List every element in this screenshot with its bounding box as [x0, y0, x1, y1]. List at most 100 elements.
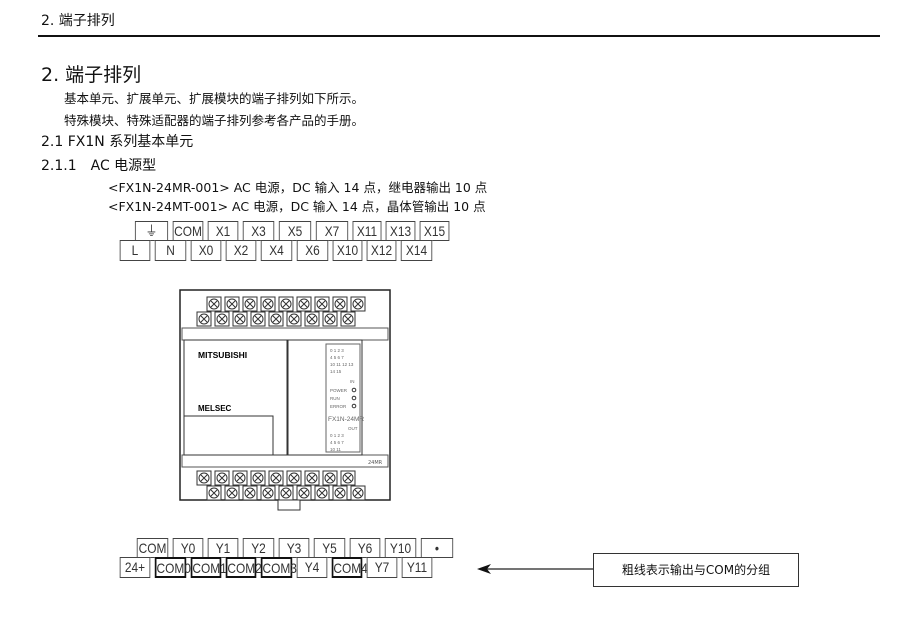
terminal-cell: X1 — [207, 221, 239, 241]
terminal-screw — [260, 485, 276, 501]
terminal-cell: L — [119, 240, 151, 261]
din-clip — [277, 499, 301, 511]
terminal-cell: COM2 — [225, 557, 262, 578]
running-header: 2. 端子排列 — [41, 13, 115, 29]
terminal-screw — [286, 311, 302, 327]
terminal-label: COM4 — [333, 560, 368, 576]
model-label: FX1N-24MR — [328, 416, 364, 423]
intro-line: 基本单元、扩展单元、扩展模块的端子排列如下所示。 — [64, 91, 365, 106]
terminal-cell: COM — [172, 221, 204, 241]
status-led — [351, 403, 357, 409]
terminal-cell: Y0 — [172, 538, 204, 558]
terminal-label: COM3 — [262, 560, 297, 576]
terminal-screw — [250, 311, 266, 327]
input-label-strip — [181, 327, 389, 341]
terminal-screw — [268, 311, 284, 327]
terminal-screw — [196, 470, 212, 486]
terminal-label: Y6 — [357, 540, 373, 556]
terminal-screw — [314, 296, 330, 312]
callout-arrow — [477, 564, 593, 574]
terminal-screw — [232, 470, 248, 486]
terminal-cell: X7 — [315, 221, 349, 241]
header-rule — [38, 35, 880, 37]
page-title: 2. 端子排列 — [41, 64, 142, 86]
terminal-cell: X0 — [190, 240, 222, 261]
section-heading: 2.1 FX1N 系列基本单元 — [41, 134, 194, 150]
terminal-label: COM — [174, 223, 202, 239]
status-led — [351, 395, 357, 401]
terminal-screw — [224, 485, 240, 501]
terminal-cell: Y11 — [401, 557, 433, 578]
terminal-screw — [278, 296, 294, 312]
terminal-label: ⏚ — [145, 223, 158, 239]
terminal-screw — [232, 311, 248, 327]
led-panel — [325, 343, 361, 453]
terminal-screw — [332, 485, 348, 501]
terminal-screw — [296, 296, 312, 312]
model-tag: 24MR — [368, 460, 383, 466]
terminal-cell: Y2 — [242, 538, 275, 558]
terminal-screw — [206, 296, 222, 312]
terminal-label: X2 — [233, 242, 249, 258]
terminal-cell: N — [154, 240, 187, 261]
terminal-cell: X11 — [352, 221, 382, 241]
terminal-label: X12 — [370, 242, 393, 258]
terminal-screw — [322, 311, 338, 327]
terminal-cell: 24+ — [119, 557, 151, 578]
terminal-label: N — [166, 242, 175, 258]
terminal-label: • — [434, 540, 440, 556]
terminal-screw — [242, 485, 258, 501]
brand-logo: MITSUBISHI — [198, 350, 247, 360]
terminal-label: X11 — [356, 223, 378, 239]
terminal-label: COM0 — [156, 560, 191, 576]
terminal-screw — [260, 296, 276, 312]
terminal-cell: X5 — [278, 221, 312, 241]
terminal-screw — [206, 485, 222, 501]
terminal-cell: Y3 — [278, 538, 310, 558]
terminal-cell: X10 — [332, 240, 363, 261]
terminal-screw — [242, 296, 258, 312]
led-label: OUT — [348, 426, 358, 431]
terminal-screw — [278, 485, 294, 501]
terminal-cell: X15 — [419, 221, 450, 241]
terminal-label: X13 — [389, 223, 412, 239]
terminal-screw — [304, 311, 320, 327]
terminal-cell: Y1 — [207, 538, 239, 558]
terminal-screw — [196, 311, 212, 327]
terminal-cell: X4 — [260, 240, 293, 261]
terminal-screw — [224, 296, 240, 312]
intro-line: 特殊模块、特殊适配器的端子排列参考各产品的手册。 — [64, 113, 365, 128]
led-label: 10 11 — [330, 447, 341, 452]
terminal-screw — [350, 296, 366, 312]
model-line: <FX1N-24MR-001> AC 电源，DC 输入 14 点，继电器输出 1… — [108, 180, 488, 195]
terminal-screw — [350, 485, 366, 501]
terminal-cell: COM3 — [260, 557, 297, 578]
terminal-label: COM — [138, 540, 167, 556]
terminal-cell: X12 — [366, 240, 397, 261]
terminal-label: Y10 — [389, 540, 412, 556]
terminal-label: X7 — [324, 223, 340, 239]
terminal-label: L — [131, 242, 139, 258]
terminal-cell: Y7 — [366, 557, 398, 578]
terminal-label: Y4 — [304, 559, 320, 575]
terminal-label: Y3 — [286, 540, 302, 556]
subsection-heading: 2.1.1 AC 电源型 — [41, 158, 157, 174]
terminal-label: X4 — [269, 242, 284, 258]
led-label: POWER — [330, 388, 348, 393]
terminal-label: X3 — [251, 223, 266, 239]
terminal-label: Y11 — [406, 559, 428, 575]
terminal-cell: • — [420, 538, 454, 558]
terminal-screw — [340, 470, 356, 486]
model-line: <FX1N-24MT-001> AC 电源，DC 输入 14 点，晶体管输出 1… — [108, 199, 486, 214]
terminal-label: X15 — [423, 223, 446, 239]
led-label: 14 15 — [330, 369, 342, 374]
terminal-screw — [214, 470, 230, 486]
led-label: 0 1 2 3 — [330, 348, 344, 353]
terminal-screw — [214, 311, 230, 327]
terminal-cell: X2 — [225, 240, 257, 261]
led-label: RUN — [330, 396, 340, 401]
terminal-screw — [322, 470, 338, 486]
terminal-label: Y0 — [180, 540, 196, 556]
terminal-cell: COM1 — [190, 557, 227, 578]
